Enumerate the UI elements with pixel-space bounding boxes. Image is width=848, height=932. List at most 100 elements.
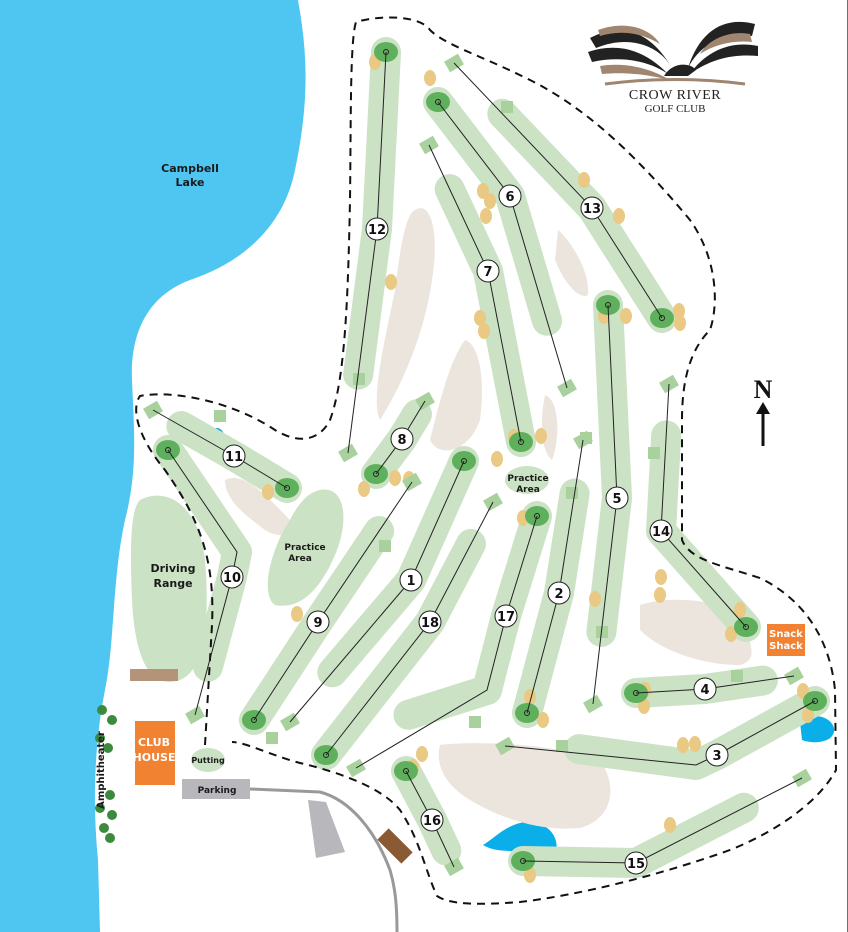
putting-green <box>191 748 225 772</box>
hole-number-16: 16 <box>423 814 441 829</box>
snack-shack-label-1: Snack <box>769 629 803 640</box>
practice-area <box>505 466 549 494</box>
pin-icon <box>284 485 290 491</box>
tee-box <box>379 540 391 552</box>
bunker <box>613 208 625 224</box>
bunker <box>578 172 590 188</box>
parking-area <box>182 779 250 799</box>
tree-icon <box>107 810 117 820</box>
practice-area-left-label-1: Practice <box>284 543 325 553</box>
club-house-label-1: CLUB <box>138 736 170 749</box>
snack-shack-label-2: Shack <box>769 641 803 652</box>
tree-icon <box>105 790 115 800</box>
practice-area-left-label-2: Area <box>288 554 312 564</box>
hole-number-12: 12 <box>368 223 386 238</box>
pin-icon <box>812 698 818 704</box>
bunker <box>524 867 536 883</box>
bunker <box>424 70 436 86</box>
north-arrow-icon <box>756 402 770 446</box>
parking-label: Parking <box>198 786 237 796</box>
bunker <box>416 746 428 762</box>
bunker <box>477 183 489 199</box>
pin-icon <box>461 458 467 464</box>
hole-number-13: 13 <box>583 202 601 217</box>
bunker <box>689 736 701 752</box>
practice-area <box>267 489 344 606</box>
tee-box <box>469 716 481 728</box>
bunker <box>535 428 547 444</box>
bunker <box>262 484 274 500</box>
road <box>249 787 399 932</box>
hole-number-10: 10 <box>223 571 241 586</box>
tree-icon <box>95 733 105 743</box>
driving-range-label-2: Range <box>153 577 192 590</box>
lake-label-1: Campbell <box>161 162 219 175</box>
hole-marker-1 <box>399 568 423 592</box>
hole-number-2: 2 <box>554 587 563 602</box>
practice-area-center-label-1: Practice <box>507 474 548 484</box>
bunker <box>389 470 401 486</box>
fairway-12 <box>343 37 401 390</box>
bunker <box>537 712 549 728</box>
tee-box <box>501 101 513 113</box>
hole-number-17: 17 <box>497 610 515 625</box>
hole-marker-9 <box>306 610 330 634</box>
bunker <box>524 689 536 705</box>
waste-area <box>438 743 611 829</box>
tee-box <box>648 447 660 459</box>
hole-number-7: 7 <box>483 265 492 280</box>
waste-area <box>555 230 589 296</box>
bunker <box>480 208 492 224</box>
hole-number-18: 18 <box>421 616 439 631</box>
campbell-lake <box>0 0 306 932</box>
pin-icon <box>524 710 530 716</box>
hole-line-17 <box>355 515 538 769</box>
hole-number-1: 1 <box>406 574 415 589</box>
bunker <box>478 323 490 339</box>
snack-shack <box>767 624 805 656</box>
tree-icon <box>95 803 105 813</box>
pin-icon <box>534 513 540 519</box>
pin-icon <box>633 690 639 696</box>
logo-title: CROW RIVER <box>628 88 722 103</box>
pin-icon <box>518 439 524 445</box>
hole-number-8: 8 <box>397 433 406 448</box>
pin-icon <box>605 302 611 308</box>
hole-marker-6 <box>498 184 522 208</box>
hole-number-4: 4 <box>700 683 709 698</box>
pin-icon <box>251 717 257 723</box>
hole-marker-3 <box>705 743 729 767</box>
waste-area <box>225 478 293 536</box>
hole-marker-5 <box>605 486 629 510</box>
fairway-3 <box>564 686 830 780</box>
north-label: N <box>754 375 773 404</box>
bunker <box>484 193 496 209</box>
tee-box <box>214 410 226 422</box>
hole-line-3 <box>504 700 816 766</box>
tree-icon <box>97 705 107 715</box>
bunkers <box>262 54 814 883</box>
waste-area <box>376 208 435 420</box>
tee-box <box>731 670 743 682</box>
pin-icon <box>659 315 665 321</box>
fairway-14 <box>646 420 761 642</box>
bunker <box>654 587 666 603</box>
hole-marker-14 <box>649 519 673 543</box>
tee-box <box>266 732 278 744</box>
waste-area <box>430 340 482 451</box>
bunker <box>802 707 814 723</box>
hole-number-3: 3 <box>712 749 721 764</box>
hole-marker-2 <box>547 581 571 605</box>
bunker <box>677 737 689 753</box>
tree-icon <box>107 715 117 725</box>
bunker <box>474 310 486 326</box>
pin-icon <box>403 768 409 774</box>
fairway-5 <box>586 290 632 647</box>
lake-label-2: Lake <box>176 176 205 189</box>
hole-number-9: 9 <box>313 616 322 631</box>
bunker <box>589 591 601 607</box>
tee-box <box>566 487 578 499</box>
hole-marker-17 <box>494 604 518 628</box>
bunker <box>673 303 685 319</box>
